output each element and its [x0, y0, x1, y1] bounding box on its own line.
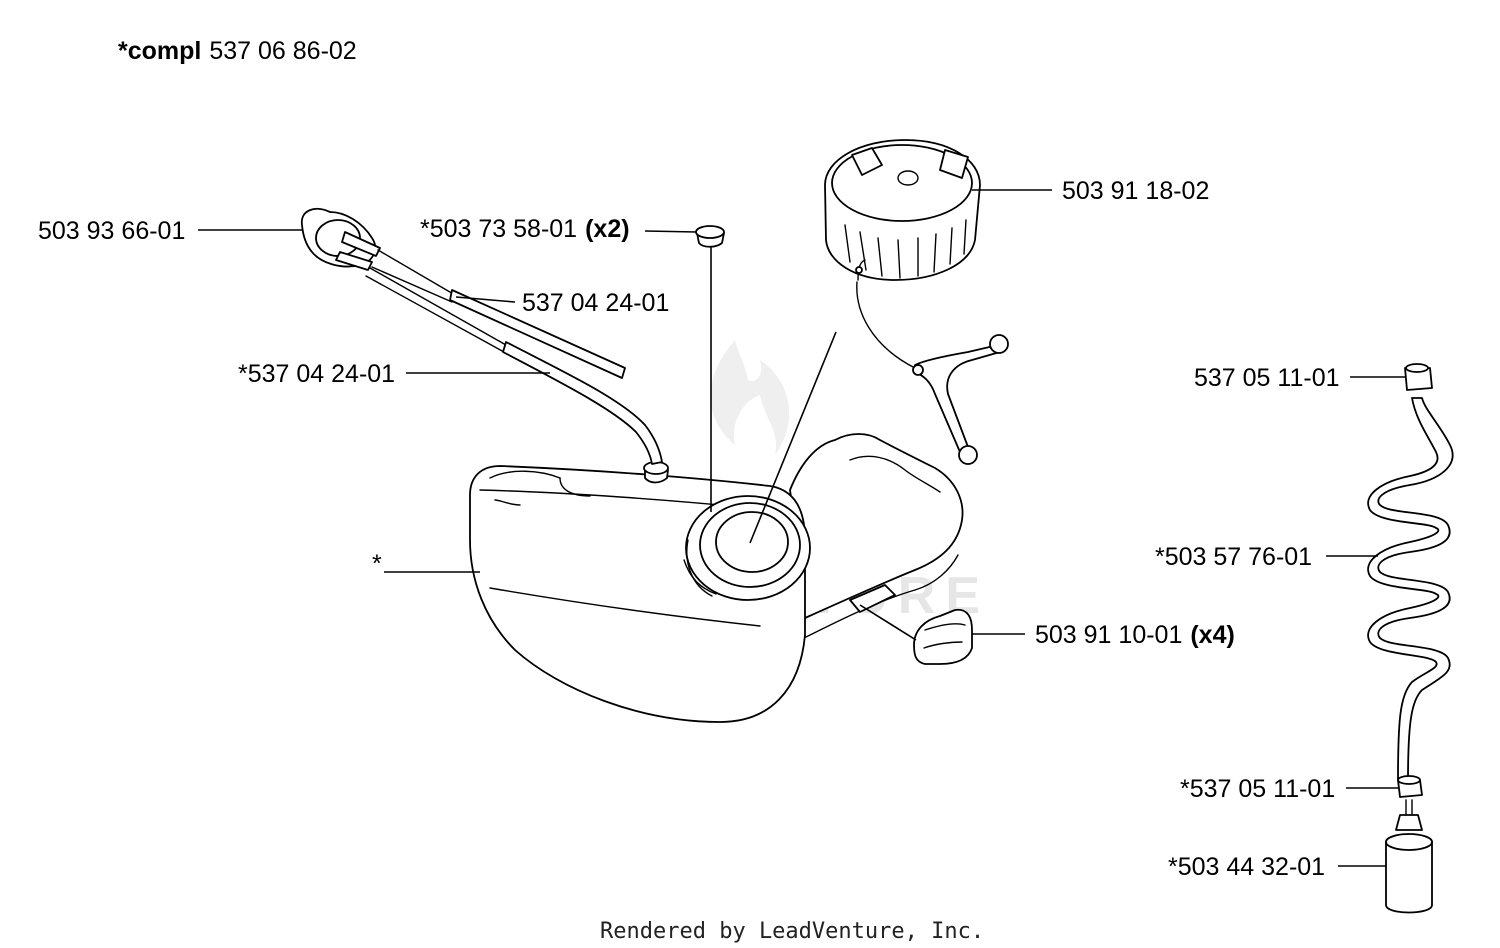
assembly-title: *compl 537 06 86-02	[118, 37, 357, 65]
fuel-cap-drawing	[824, 139, 1009, 465]
title-number: 537 06 86-02	[209, 37, 356, 65]
callout-fuel-hose-2[interactable]: *537 04 24-01	[238, 360, 395, 388]
leader-lines	[198, 189, 1406, 867]
callout-rubber-pad[interactable]: 503 91 10-01(x4)	[1035, 621, 1235, 649]
grommet-drawing	[695, 225, 725, 248]
callout-fuel-cap[interactable]: 503 91 18-02	[1062, 177, 1209, 205]
callout-coil-fuel-hose[interactable]: *503 57 76-01	[1155, 543, 1312, 571]
callout-fuel-filter[interactable]: *503 44 32-01	[1168, 853, 1325, 881]
callout-hose-nut-2[interactable]: *537 05 11-01	[1180, 775, 1335, 803]
callout-hose-nut[interactable]: 537 05 11-01	[1194, 364, 1340, 392]
fuel-hose-drawing	[365, 249, 663, 465]
coil-fuel-hose-drawing	[1367, 363, 1454, 781]
hose-nut-drawing	[1397, 775, 1423, 798]
callout-grommet[interactable]: *503 73 58-01(x2)	[420, 215, 630, 243]
title-prefix: *compl	[118, 37, 201, 65]
callout-fuel-hose[interactable]: 537 04 24-01	[522, 289, 669, 317]
fuel-tank-drawing	[469, 433, 964, 723]
callout-fuel-pump-bulb[interactable]: 503 93 66-01	[38, 217, 185, 245]
rubber-pad-drawing	[913, 608, 973, 665]
callout-fuel-tank[interactable]: *	[372, 550, 382, 578]
fuel-pump-bulb-drawing	[301, 208, 381, 271]
fuel-filter-drawing	[1385, 799, 1433, 914]
footer-credit: Rendered by LeadVenture, Inc.	[600, 919, 984, 944]
